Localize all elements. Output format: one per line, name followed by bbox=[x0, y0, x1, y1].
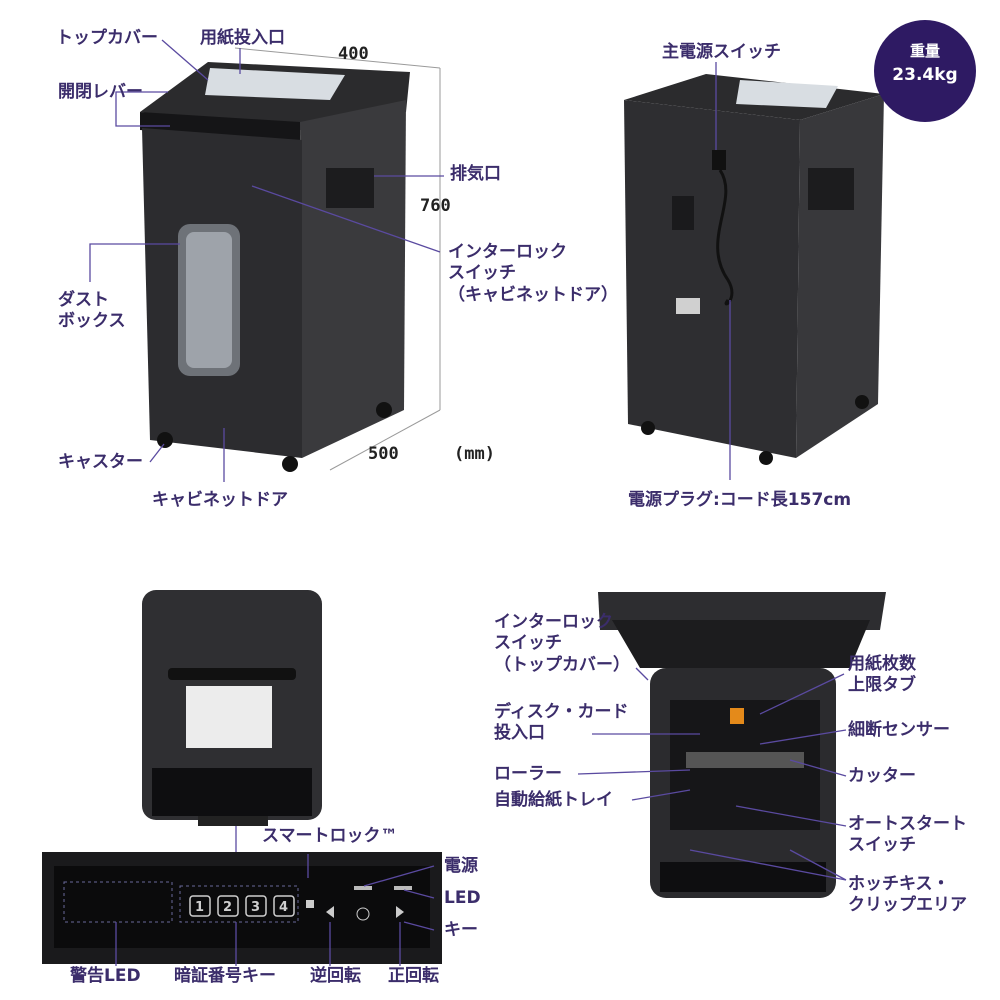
dimension-width: 400 bbox=[338, 44, 369, 64]
label-sheet-limit: 用紙枚数 上限タブ bbox=[848, 654, 916, 697]
panel-key-1: 1 bbox=[195, 900, 204, 915]
label-interlock-top-line1: インターロック bbox=[494, 612, 613, 632]
label-interlock-cabinet: インターロック スイッチ （キャビネットドア） bbox=[448, 242, 618, 306]
label-staple-line1: ホッチキス・ bbox=[848, 874, 950, 894]
label-interlock-line2: スイッチ bbox=[448, 263, 516, 284]
panel-key-4: 4 bbox=[279, 900, 288, 915]
front-shredder-image bbox=[140, 62, 410, 472]
dimension-lines bbox=[234, 47, 441, 471]
label-sheet-limit-line1: 用紙枚数 bbox=[848, 654, 916, 674]
label-interlock-line1: インターロック bbox=[448, 242, 567, 262]
label-power-plug: 電源プラグ:コード長157cm bbox=[628, 490, 852, 510]
label-autostart-line1: オートスタート bbox=[848, 814, 967, 834]
label-dustbox: ダスト ボックス bbox=[58, 290, 126, 333]
label-staple-area: ホッチキス・ クリップエリア bbox=[848, 874, 967, 917]
leader-lines bbox=[89, 39, 847, 966]
rear-shredder-image bbox=[624, 74, 884, 465]
weight-badge: 重量 23.4kg bbox=[874, 20, 976, 122]
label-interlock-line3: （キャビネットドア） bbox=[448, 284, 618, 305]
label-disc-slot-line2: 投入口 bbox=[494, 723, 545, 744]
label-interlock-top: インターロック スイッチ （トップカバー） bbox=[494, 612, 630, 676]
label-lever: 開閉レバー bbox=[58, 82, 143, 102]
dimension-depth: 500 bbox=[368, 444, 399, 464]
label-interlock-top-line3: （トップカバー） bbox=[494, 654, 630, 675]
label-shred-sensor: 細断センサー bbox=[848, 720, 950, 740]
label-key: キー bbox=[444, 920, 478, 940]
label-autostart: オートスタート スイッチ bbox=[848, 814, 967, 857]
label-autostart-line2: スイッチ bbox=[848, 835, 916, 856]
label-main-switch: 主電源スイッチ bbox=[662, 42, 781, 62]
label-staple-line2: クリップエリア bbox=[848, 895, 967, 916]
label-warning-led: 警告LED bbox=[70, 966, 141, 986]
label-feed-tray: 自動給紙トレイ bbox=[494, 790, 613, 810]
control-panel-zoom bbox=[42, 852, 442, 964]
weight-title: 重量 bbox=[909, 42, 940, 60]
dimension-height: 760 bbox=[420, 196, 451, 216]
label-exhaust: 排気口 bbox=[450, 164, 501, 184]
label-caster: キャスター bbox=[58, 452, 143, 472]
label-disc-slot-line1: ディスク・カード bbox=[494, 702, 629, 722]
label-disc-slot: ディスク・カード 投入口 bbox=[494, 702, 628, 745]
label-forward: 正回転 bbox=[388, 966, 439, 986]
label-roller: ローラー bbox=[494, 764, 562, 784]
label-top-cover: トップカバー bbox=[56, 28, 158, 48]
label-cutter: カッター bbox=[848, 766, 916, 786]
label-sheet-limit-line2: 上限タブ bbox=[848, 675, 916, 696]
label-dustbox-line1: ダスト bbox=[58, 290, 109, 310]
label-pin-keys: 暗証番号キー bbox=[174, 966, 276, 986]
panel-key-2: 2 bbox=[223, 900, 232, 915]
label-smart-lock: スマートロック™ bbox=[262, 826, 398, 846]
label-cabinet-door: キャビネットドア bbox=[152, 490, 288, 510]
label-power: 電源 bbox=[444, 856, 478, 876]
label-dustbox-line2: ボックス bbox=[58, 311, 126, 332]
label-reverse: 逆回転 bbox=[310, 966, 361, 986]
open-view-image bbox=[598, 592, 886, 898]
panel-key-labels: 1 2 3 4 bbox=[195, 900, 288, 915]
weight-value: 23.4kg bbox=[892, 65, 958, 85]
label-interlock-top-line2: スイッチ bbox=[494, 633, 562, 654]
label-led: LED bbox=[444, 888, 481, 908]
label-paper-slot: 用紙投入口 bbox=[200, 28, 285, 48]
panel-key-3: 3 bbox=[251, 900, 260, 915]
top-view-image bbox=[142, 590, 322, 826]
dimension-unit: (mm) bbox=[454, 444, 495, 464]
